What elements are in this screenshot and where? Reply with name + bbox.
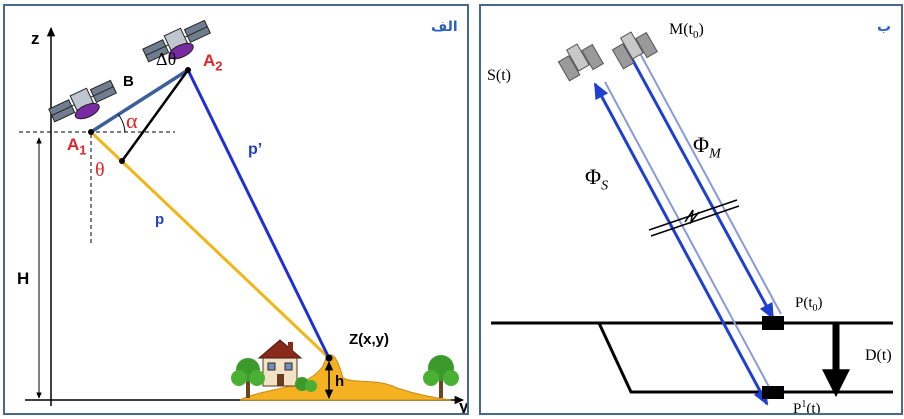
satellite-M-icon xyxy=(611,31,659,70)
A2-label: A2 xyxy=(203,51,223,74)
point-P0-label: P(t0) xyxy=(795,295,823,314)
baseline-B xyxy=(90,68,189,134)
house-icon xyxy=(257,339,303,387)
beam-S-2 xyxy=(604,81,776,399)
break-line-2 xyxy=(650,205,740,237)
panel-tag: الف xyxy=(431,19,458,35)
z-axis-label: z xyxy=(31,29,40,48)
phi-M-label: ΦM xyxy=(693,132,721,162)
point-target xyxy=(325,354,333,362)
delta-theta-label: Δθ xyxy=(156,49,177,69)
beam-S-1 xyxy=(593,82,769,406)
p-prime-label: p’ xyxy=(248,141,263,158)
point-A2 xyxy=(185,67,191,73)
point-P1-label: P1(t) xyxy=(793,399,821,415)
height-label: H xyxy=(17,269,30,288)
alpha-arc xyxy=(117,113,126,133)
A1-label: A1 xyxy=(67,135,87,158)
displacement-label: D(t) xyxy=(865,347,892,364)
tree-left-icon xyxy=(231,358,265,398)
tree-right-icon xyxy=(423,355,459,398)
alpha-label: α xyxy=(126,108,138,133)
theta-label: θ xyxy=(95,159,105,181)
panel-tag: ب xyxy=(877,19,892,35)
displacement-diagram xyxy=(491,31,893,406)
break-line-1 xyxy=(648,199,738,231)
y-axis-label: y xyxy=(459,397,469,415)
geometry-diagram xyxy=(19,19,465,406)
bush-icon xyxy=(295,377,317,392)
line-p xyxy=(89,130,331,360)
displaced-surface xyxy=(597,322,893,394)
panel-displacement-measurement: ب M(t0) S(t) ΦM ΦS P(t0) P1(t) D(t) xyxy=(479,4,903,415)
satellite-M-label: M(t0) xyxy=(669,21,704,42)
satellite-S-icon xyxy=(557,43,605,82)
h-label: h xyxy=(335,373,345,390)
reflector-P1 xyxy=(762,386,784,399)
break-zigzag xyxy=(684,209,700,225)
line-p-prime xyxy=(186,69,331,359)
satellite-S-label: S(t) xyxy=(487,67,511,84)
panel-interferometry-geometry: الف z y H B Δθ A2 A1 α θ p p’ Z(x,y) h xyxy=(3,4,469,415)
reflector-P0 xyxy=(762,316,784,330)
baseline-label: B xyxy=(123,73,134,90)
phi-S-label: ΦS xyxy=(585,164,609,194)
satellite-A2-icon xyxy=(142,19,212,63)
p-label: p xyxy=(155,211,165,228)
target-label: Z(x,y) xyxy=(349,331,390,348)
satellite-A1-icon xyxy=(48,79,118,123)
point-A1 xyxy=(88,129,94,135)
point-foot xyxy=(119,158,125,164)
perpendicular-line xyxy=(120,69,190,162)
